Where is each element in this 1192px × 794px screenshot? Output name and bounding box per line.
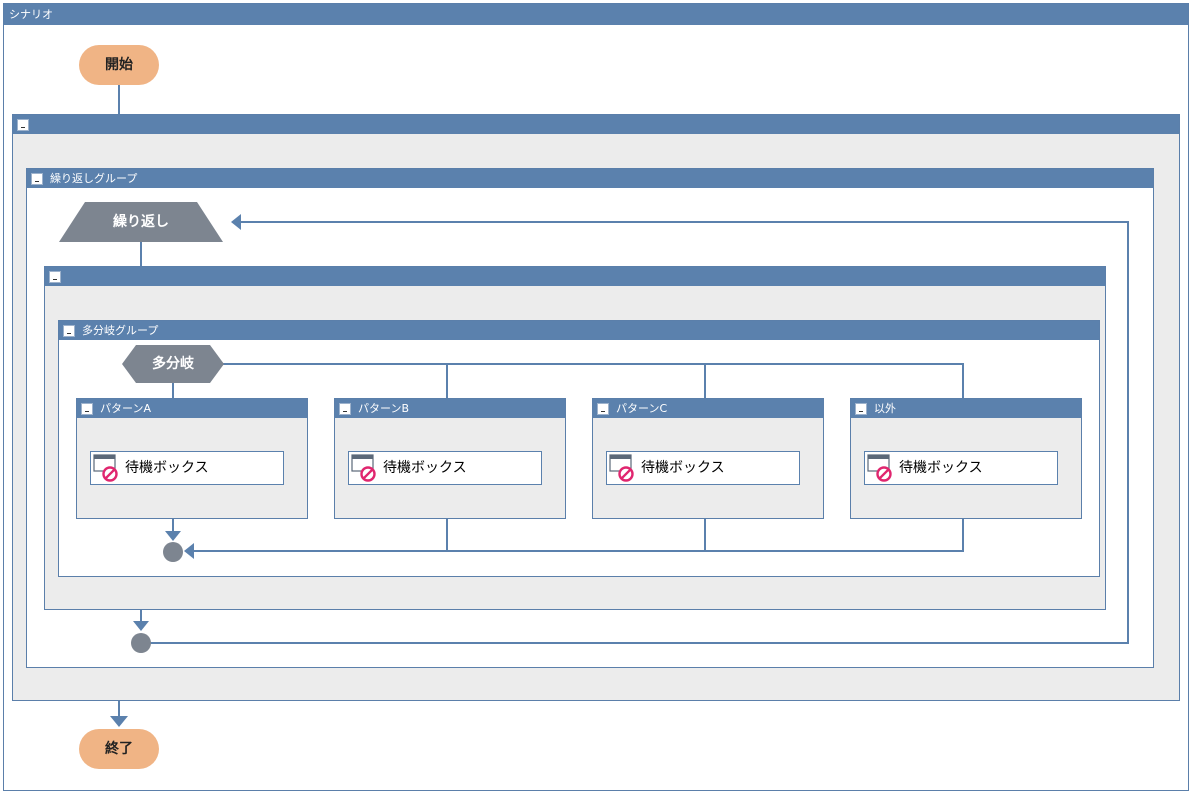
- collapse-button[interactable]: [339, 403, 351, 415]
- collapse-button[interactable]: [855, 403, 867, 415]
- wait-box-action-c[interactable]: 待機ボックス: [606, 451, 800, 485]
- start-node[interactable]: 開始: [79, 45, 159, 85]
- collapse-button[interactable]: [31, 173, 43, 185]
- collapse-button[interactable]: [81, 403, 93, 415]
- action-label: 待機ボックス: [125, 460, 209, 476]
- collapse-button[interactable]: [597, 403, 609, 415]
- disabled-window-icon: [351, 454, 376, 482]
- disabled-window-icon: [867, 454, 892, 482]
- action-label: 待機ボックス: [899, 460, 983, 476]
- case-titlebar: 以外: [851, 399, 1081, 418]
- case-title: パターンB: [358, 402, 409, 415]
- end-label: 終了: [105, 741, 133, 757]
- action-label: 待機ボックス: [641, 460, 725, 476]
- case-title: パターンA: [100, 402, 151, 415]
- loop-group-title: 繰り返しグループ: [50, 172, 138, 185]
- collapse-button[interactable]: [49, 271, 61, 283]
- case-titlebar: パターンC: [593, 399, 823, 418]
- start-label: 開始: [105, 57, 133, 73]
- collapse-button[interactable]: [63, 325, 75, 337]
- wait-box-action-else[interactable]: 待機ボックス: [864, 451, 1058, 485]
- wait-box-action-a[interactable]: 待機ボックス: [90, 451, 284, 485]
- scenario-titlebar: シナリオ: [4, 4, 1188, 25]
- inner-group-titlebar: [45, 267, 1105, 286]
- outer-group-titlebar: [13, 115, 1179, 134]
- wait-box-action-b[interactable]: 待機ボックス: [348, 451, 542, 485]
- case-titlebar: パターンA: [77, 399, 307, 418]
- branch-group-titlebar: 多分岐グループ: [59, 321, 1099, 340]
- branch-node[interactable]: 多分岐: [122, 345, 224, 383]
- end-node[interactable]: 終了: [79, 729, 159, 769]
- disabled-window-icon: [609, 454, 634, 482]
- collapse-button[interactable]: [17, 119, 29, 131]
- action-label: 待機ボックス: [383, 460, 467, 476]
- branch-label: 多分岐: [152, 356, 194, 372]
- case-title: 以外: [874, 402, 896, 415]
- disabled-window-icon: [93, 454, 118, 482]
- loop-group-titlebar: 繰り返しグループ: [27, 169, 1153, 188]
- loop-node[interactable]: 繰り返し: [59, 202, 223, 242]
- loop-label: 繰り返し: [113, 214, 169, 230]
- case-title: パターンC: [616, 402, 668, 415]
- scenario-title: シナリオ: [9, 8, 53, 21]
- branch-group-title: 多分岐グループ: [82, 324, 159, 337]
- case-titlebar: パターンB: [335, 399, 565, 418]
